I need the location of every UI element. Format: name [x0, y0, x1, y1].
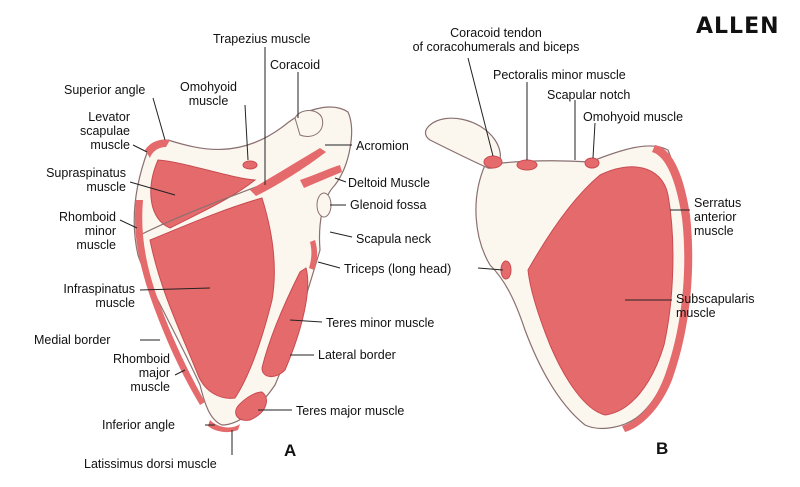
- label-triceps: Triceps (long head): [344, 262, 452, 276]
- trapezius-strip: [250, 148, 326, 196]
- omohyoid-attachment-b: [584, 157, 600, 169]
- coracoid-process: [294, 110, 324, 137]
- glenoid-fossa-shape: [316, 192, 332, 218]
- label-medial-border: Medial border: [34, 333, 111, 347]
- label-latissimus: Latissimus dorsi muscle: [84, 457, 217, 471]
- label-teres-major: Teres major muscle: [296, 404, 405, 418]
- label-scapular-notch: Scapular notch: [547, 88, 631, 102]
- levator-strip: [145, 139, 170, 158]
- label-omohyoid-b: Omohyoid muscle: [583, 110, 684, 124]
- view-label-b: B: [656, 439, 669, 458]
- medial-border-strip: [134, 200, 205, 405]
- label-teres-minor: Teres minor muscle: [326, 316, 435, 330]
- subscapularis-shape: [527, 166, 674, 416]
- label-inferior-angle: Inferior angle: [102, 418, 175, 432]
- label-lateral-border: Lateral border: [318, 348, 396, 362]
- supraspinatus-muscle-shape: [150, 159, 257, 229]
- label-glenoid: Glenoid fossa: [350, 198, 427, 212]
- pectoralis-minor-dot: [516, 159, 538, 171]
- label-coracoid: Coracoid: [270, 58, 321, 72]
- latissimus-strip: [208, 420, 240, 433]
- triceps-strip: [309, 240, 318, 270]
- infraspinatus-muscle-shape: [149, 197, 275, 399]
- anterior-scapula: [424, 117, 693, 432]
- label-deltoid: Deltoid Muscle: [348, 176, 430, 190]
- teres-major-shape: [235, 391, 267, 421]
- posterior-scapula: [133, 106, 353, 433]
- brand-logo: ALLEN: [696, 14, 780, 39]
- serratus-strip: [622, 145, 693, 432]
- coracoid-process-b: [424, 117, 501, 169]
- label-pectoralis-minor: Pectoralis minor muscle: [493, 68, 626, 82]
- leader-lines-a: [119, 47, 353, 455]
- deltoid-strip: [300, 165, 342, 188]
- teres-minor-shape: [261, 267, 309, 377]
- coracoid-tendon-dot: [483, 155, 503, 169]
- view-label-a: A: [284, 441, 297, 460]
- label-scapula-neck: Scapula neck: [356, 232, 432, 246]
- label-superior-angle: Superior angle: [64, 83, 146, 97]
- label-trapezius: Trapezius muscle: [213, 32, 311, 46]
- omohyoid-attachment-a: [242, 160, 258, 170]
- label-acromion: Acromion: [356, 139, 409, 153]
- leader-lines-b: [467, 57, 690, 301]
